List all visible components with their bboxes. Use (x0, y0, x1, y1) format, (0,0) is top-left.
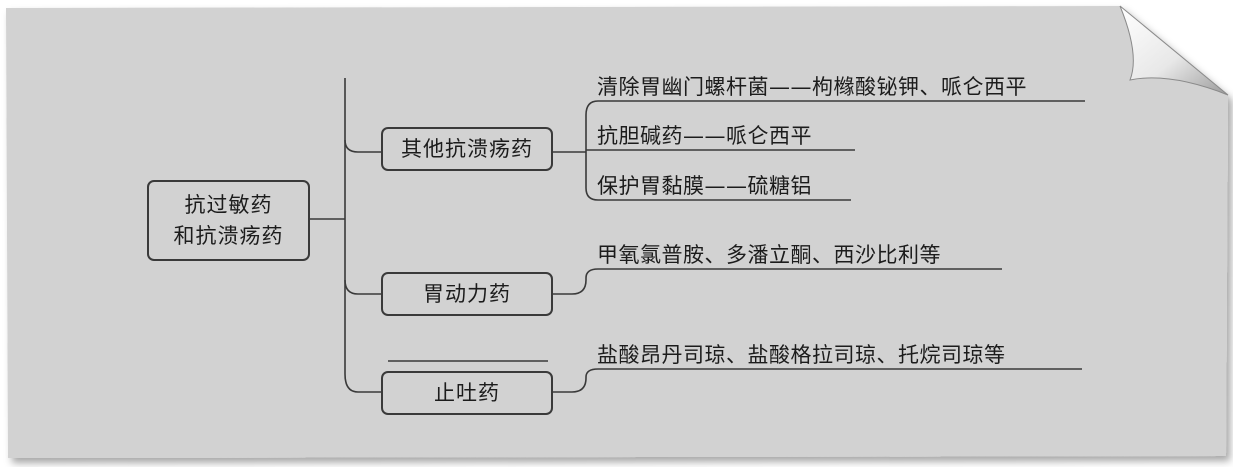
leaf-anticholinergic: 抗胆碱药——哌仑西平 (597, 124, 812, 148)
branch-node-antiemetic: 止吐药 (381, 371, 553, 415)
leaf-hp-eradication: 清除胃幽门螺杆菌——枸橼酸铋钾、哌仑西平 (597, 75, 1027, 99)
leaf-mucosal-protection: 保护胃黏膜——硫糖铝 (597, 174, 812, 198)
paper-sheet (6, 6, 1228, 458)
connector-lines (310, 78, 1085, 393)
branch-node-other-antiulcer: 其他抗溃疡药 (381, 127, 553, 171)
page-curl (1119, 5, 1229, 96)
branch-node-prokinetic: 胃动力药 (381, 272, 553, 316)
root-node: 抗过敏药 和抗溃疡药 (147, 180, 310, 261)
root-label-line2: 和抗溃疡药 (173, 223, 284, 248)
leaf-antiemetic-drugs: 盐酸昂丹司琼、盐酸格拉司琼、托烷司琼等 (597, 343, 1006, 367)
leaf-prokinetic-drugs: 甲氧氯普胺、多潘立酮、西沙比利等 (597, 243, 941, 267)
root-label-line1: 抗过敏药 (184, 192, 273, 217)
